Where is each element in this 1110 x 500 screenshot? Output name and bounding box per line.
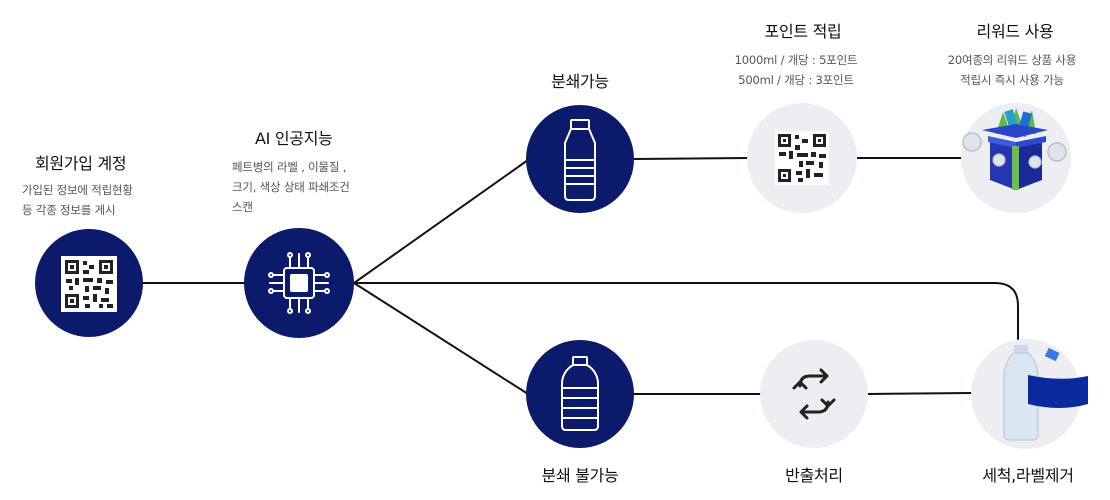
points-node <box>747 103 857 213</box>
ai-title: AI 인공지능 <box>255 129 333 148</box>
not-crushable-node <box>526 340 634 448</box>
line-ai-to-crushable <box>353 159 529 284</box>
ai-chip-icon <box>268 252 330 314</box>
reward-desc-line-2: 적립시 즉시 사용 가능 <box>960 73 1064 87</box>
reward-desc-line-1: 20여종의 리워드 상품 사용 <box>947 53 1077 67</box>
member-title: 회원가입 계정 <box>35 154 127 173</box>
ai-node <box>244 228 354 338</box>
reward-title: 리워드 사용 <box>976 22 1054 41</box>
member-desc-line-1: 가입된 정보에 적립현황 <box>22 183 133 197</box>
gift-box-icon <box>962 108 1067 190</box>
points-desc-line-1: 1000ml / 개당 : 5포인트 <box>734 53 858 67</box>
ai-desc: 페트병의 라벨 , 이물질 , 크기, 색상 상태 파쇄조건 스캔 <box>232 157 350 217</box>
points-desc: 1000ml / 개당 : 5포인트 500ml / 개당 : 3포인트 <box>735 50 858 90</box>
clean-node <box>971 339 1088 449</box>
recycle-arrows-icon <box>792 368 836 420</box>
member-desc: 가입된 정보에 적립현황 등 각종 정보를 게시 <box>22 180 133 220</box>
line-crushable-to-points <box>632 157 749 160</box>
ai-desc-line-3: 스캔 <box>232 200 253 214</box>
points-title: 포인트 적립 <box>764 22 842 41</box>
crushable-title: 분쇄가능 <box>551 72 609 91</box>
return-title: 반출처리 <box>785 466 843 485</box>
not-crushable-title: 분쇄 불가능 <box>541 466 619 485</box>
clean-title: 세척,라벨제거 <box>982 466 1074 485</box>
reward-desc: 20여종의 리워드 상품 사용 적립시 즉시 사용 가능 <box>947 50 1077 90</box>
qr-code-icon <box>775 131 829 185</box>
qr-code-icon <box>61 256 117 312</box>
line-return-to-clean <box>867 392 973 395</box>
line-ai-to-not-crushable <box>353 282 529 395</box>
reward-node <box>961 103 1071 213</box>
points-desc-line-2: 500ml / 개당 : 3포인트 <box>738 73 854 87</box>
bottle-icon <box>564 119 596 201</box>
return-node <box>760 340 868 448</box>
member-desc-line-2: 등 각종 정보를 게시 <box>22 203 116 217</box>
large-bottle-icon <box>561 356 599 431</box>
member-node <box>35 229 143 337</box>
connector-lines <box>143 157 1019 395</box>
ai-desc-line-2: 크기, 색상 상태 파쇄조건 <box>232 180 350 194</box>
crushable-node <box>526 105 634 213</box>
bottle-label-removal-icon <box>1003 345 1088 441</box>
line-ai-to-clean <box>354 282 1019 345</box>
ai-desc-line-1: 페트병의 라벨 , 이물질 , <box>232 160 347 174</box>
